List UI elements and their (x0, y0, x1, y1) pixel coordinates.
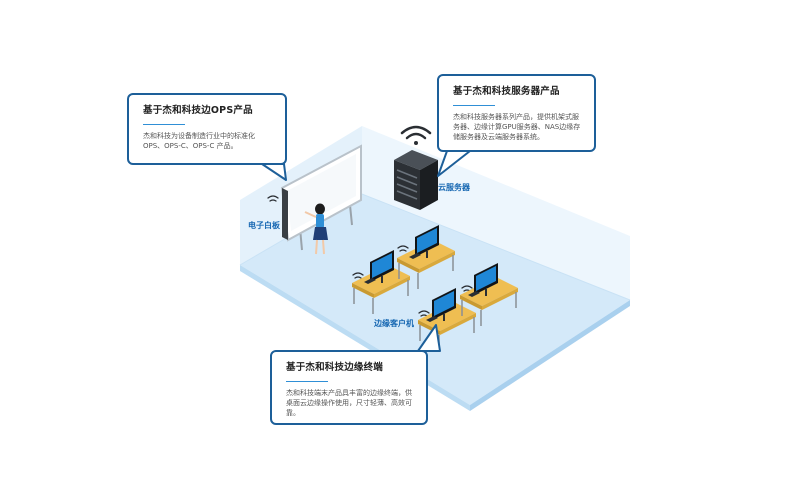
callout-description: 杰和科技端末产品具丰富的边缘终端，供桌面云边缘操作使用，尺寸轻薄、高效可靠。 (286, 389, 412, 417)
cloud-server-rack (394, 150, 438, 210)
callout-title: 基于杰和科技边OPS产品 (143, 105, 253, 116)
desk-with-computer (352, 250, 410, 314)
wifi-icon (267, 195, 279, 202)
callout-ops-product: 基于杰和科技边OPS产品 杰和科技为设备制造行业中的标准化OPS、OPS-C、O… (127, 93, 287, 165)
desk-with-computer (460, 263, 518, 326)
divider (453, 105, 495, 106)
callout-edge-terminal: 基于杰和科技边缘终端 杰和科技端末产品具丰富的边缘终端，供桌面云边缘操作使用，尺… (270, 350, 428, 425)
callout-description: 杰和科技服务器系列产品，提供机架式服务器、边缘计算GPU服务器、NAS边缘存储服… (453, 113, 581, 141)
callout-title: 基于杰和科技服务器产品 (453, 86, 560, 97)
callout-pointer (417, 324, 441, 352)
divider (286, 381, 328, 382)
callout-description: 杰和科技为设备制造行业中的标准化OPS、OPS-C、OPS-C 产品。 (143, 132, 255, 150)
callout-server-product: 基于杰和科技服务器产品 杰和科技服务器系列产品，提供机架式服务器、边缘计算GPU… (437, 74, 596, 152)
divider (143, 124, 185, 125)
callout-pointer (261, 163, 287, 181)
wifi-icon (400, 125, 432, 145)
floor-edge-right (470, 300, 630, 411)
desk-with-computer (397, 225, 455, 289)
teacher-figure (304, 203, 328, 255)
label-whiteboard: 电子白板 (248, 221, 280, 230)
electronic-whiteboard (280, 144, 362, 251)
wifi-icon (418, 310, 430, 317)
label-cloud-server: 云服务器 (438, 183, 470, 192)
wifi-icon (397, 245, 409, 252)
wifi-icon (352, 272, 364, 279)
label-edge-client: 边缘客户机 (374, 319, 414, 328)
callout-title: 基于杰和科技边缘终端 (286, 362, 384, 373)
